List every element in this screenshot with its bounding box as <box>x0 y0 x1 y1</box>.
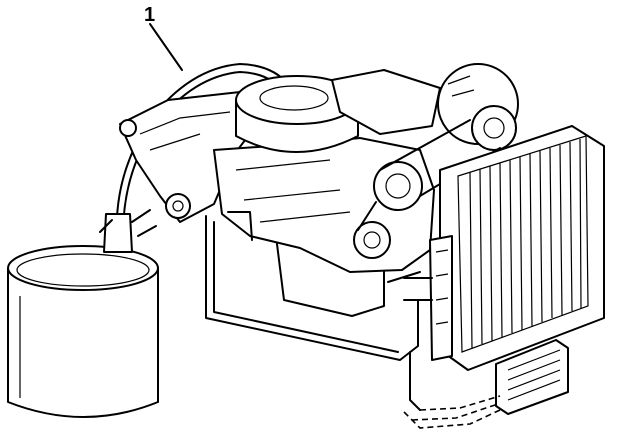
radiator <box>403 125 605 371</box>
auxiliary-cooler <box>495 339 569 415</box>
engine-assembly <box>119 63 519 361</box>
cooler-lines <box>403 351 501 429</box>
callout-label-1: 1 <box>144 4 156 26</box>
drain-container <box>7 245 159 418</box>
callout-leader-line <box>149 23 183 71</box>
